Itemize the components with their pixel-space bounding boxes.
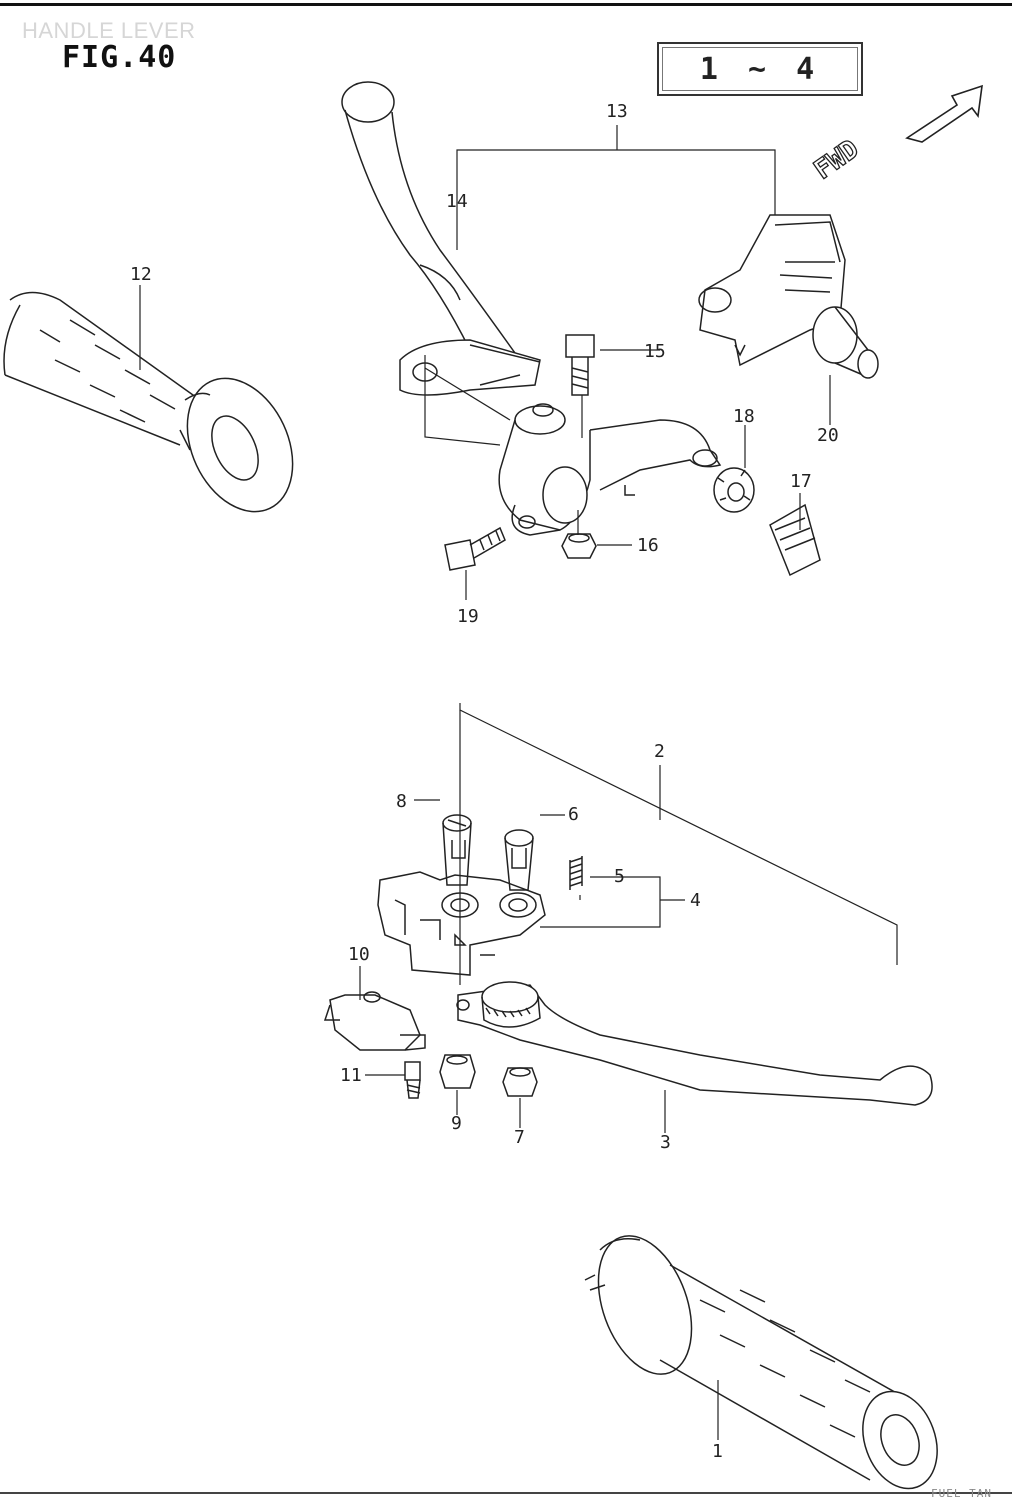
- part-brake-switch-10: [323, 991, 426, 1051]
- part-pivot-bolt-8: [442, 814, 472, 886]
- callout-3: 3: [660, 1132, 671, 1153]
- bottom-border-rule: [0, 1492, 1012, 1494]
- callout-9: 9: [451, 1113, 462, 1134]
- part-brake-lever: [456, 981, 933, 1106]
- part-choke-knob: [812, 306, 879, 379]
- part-screw-11: [404, 1061, 421, 1099]
- callout-2: 2: [654, 741, 665, 762]
- callout-13: 13: [606, 101, 628, 122]
- model-range-label: 1 ~ 4: [699, 51, 821, 87]
- callout-17: 17: [790, 471, 812, 492]
- part-throttle-grip: [584, 1235, 938, 1490]
- part-bolt-19: [444, 526, 506, 571]
- model-range-inner-frame: [662, 47, 858, 91]
- fwd-arrow-icon: [905, 84, 983, 143]
- top-border-rule: [0, 3, 1012, 6]
- part-pivot-bolt-6: [504, 829, 534, 891]
- footer-text: FUEL TAN: [931, 1487, 992, 1500]
- callout-14: 14: [446, 191, 468, 212]
- part-nut-9: [439, 1054, 476, 1089]
- callout-15: 15: [644, 341, 666, 362]
- part-choke-lever: [341, 81, 541, 396]
- part-choke-cover: [698, 214, 846, 367]
- leader-lines: [139, 125, 898, 1440]
- part-lever-bracket: [377, 871, 546, 976]
- part-nut-7: [502, 1067, 538, 1097]
- figure-title: FIG.40: [62, 40, 177, 75]
- part-choke-holder: [498, 403, 722, 536]
- callout-12: 12: [130, 264, 152, 285]
- part-left-grip: [3, 291, 294, 513]
- part-bolt-15: [565, 334, 595, 396]
- callout-11: 11: [340, 1065, 362, 1086]
- callout-numbers: 12 13 14 15 18 20 17 16 19 2 8 6 5 4 10 …: [130, 101, 839, 1462]
- callout-1: 1: [712, 1441, 723, 1462]
- part-spring-5: [569, 856, 583, 890]
- model-range-box: 1 ~ 4: [657, 42, 863, 96]
- callout-8: 8: [396, 791, 407, 812]
- callout-20: 20: [817, 425, 839, 446]
- callout-6: 6: [568, 804, 579, 825]
- callout-10: 10: [348, 944, 370, 965]
- part-screw-17: [769, 503, 821, 577]
- section-caption: HANDLE LEVER: [22, 18, 196, 43]
- part-nut-16: [561, 533, 597, 559]
- callout-16: 16: [637, 535, 659, 556]
- callout-19: 19: [457, 606, 479, 627]
- callout-18: 18: [733, 406, 755, 427]
- forward-direction-indicator: FWD: [812, 84, 983, 186]
- part-collar-18: [713, 467, 755, 513]
- callout-4: 4: [690, 890, 701, 911]
- callout-5: 5: [614, 866, 625, 887]
- callout-7: 7: [514, 1127, 525, 1148]
